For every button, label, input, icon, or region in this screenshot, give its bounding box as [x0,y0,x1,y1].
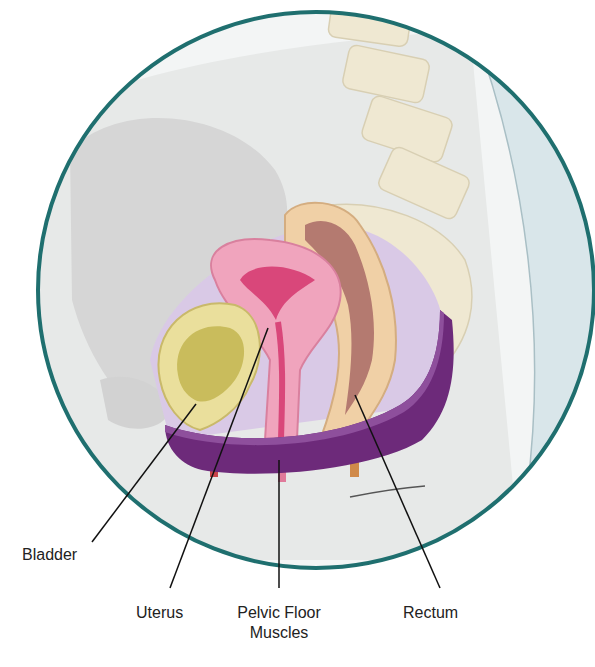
leader-line [170,328,268,588]
part-label: Uterus [136,603,216,623]
gluteal-fold [350,486,425,497]
part-label: Bladder [22,545,142,565]
pelvic-floor-shape [165,310,454,474]
leader-line [92,404,196,542]
part-label: Rectum [403,603,503,623]
vaginal-canal [278,322,282,440]
frame-circle [38,12,594,568]
leader-line [278,460,280,588]
bladder-shape [158,303,259,430]
leader-line [355,395,440,588]
back-skin [470,0,595,560]
part-label: Pelvic Floor Muscles [229,603,329,643]
bladder-lumen [177,326,244,401]
pelvic-floor-highlight [165,310,444,445]
uterine-cavity [240,267,315,321]
leader-lines [92,328,440,588]
